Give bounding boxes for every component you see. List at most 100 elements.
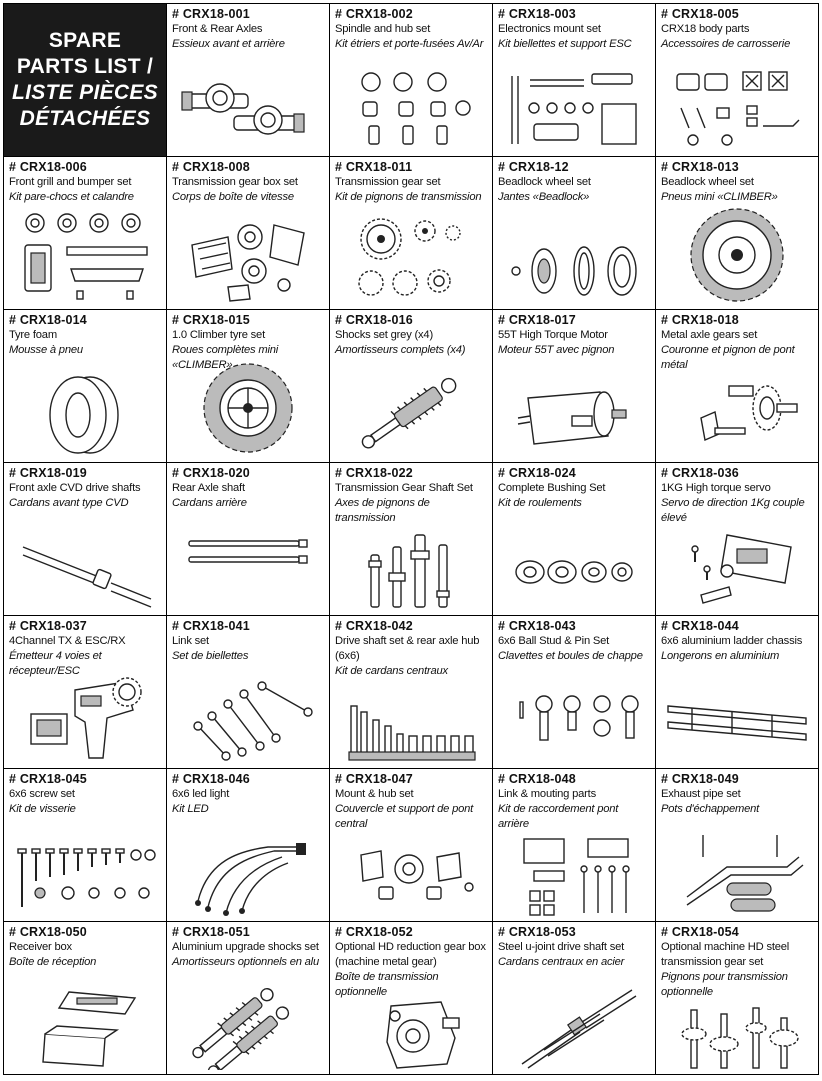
page-title: SPARE PARTS LIST / LISTE PIÈCES DÉTACHÉE… — [4, 4, 167, 157]
link-set-icon — [193, 681, 313, 761]
part-card: # CRX18-019 Front axle CVD drive shafts … — [4, 463, 167, 616]
part-name-fr: Émetteur 4 voies et récepteur/ESC — [9, 650, 102, 677]
exhaust-icon — [686, 835, 804, 912]
part-code: # CRX18-014 — [9, 313, 87, 327]
screws-icon — [17, 848, 156, 907]
part-card: # CRX18-020 Rear Axle shaft Cardans arri… — [167, 463, 330, 616]
part-code: # CRX18-006 — [9, 160, 87, 174]
beadlock-wheel-icon — [511, 246, 637, 296]
part-card: # CRX18-014 Tyre foam Mousse à pneu — [4, 310, 167, 463]
part-card: # CRX18-008 Transmission gear box set Co… — [167, 157, 330, 310]
part-name-fr: Amortisseurs optionnels en alu — [172, 956, 319, 968]
part-name-fr: Pignons pour transmission optionnelle — [661, 971, 788, 998]
axle-gears-icon — [700, 385, 798, 441]
part-name-en: CRX18 body parts — [661, 23, 750, 35]
part-code: # CRX18-041 — [172, 619, 250, 633]
transmitter-icon — [30, 677, 142, 759]
part-card: # CRX18-003 Electronics mount set Kit bi… — [493, 4, 656, 157]
part-name-fr: Jantes «Beadlock» — [498, 191, 590, 203]
part-code: # CRX18-008 — [172, 160, 250, 174]
part-name-fr: Mousse à pneu — [9, 344, 83, 356]
part-name-en: Complete Bushing Set — [498, 482, 606, 494]
part-name-en: Drive shaft set & rear axle hub (6x6) — [335, 635, 480, 662]
spindle-hub-icon — [361, 72, 471, 145]
part-name-en: Electronics mount set — [498, 23, 601, 35]
part-card: # CRX18-046 6x6 led light Kit LED — [167, 769, 330, 922]
part-code: # CRX18-022 — [335, 466, 413, 480]
motor-icon — [517, 391, 627, 445]
alu-shocks-icon — [192, 988, 290, 1070]
part-card: # CRX18-045 6x6 screw set Kit de visseri… — [4, 769, 167, 922]
part-name-en: Beadlock wheel set — [661, 176, 754, 188]
part-name-fr: Servo de direction 1Kg couple élevé — [661, 497, 805, 524]
part-name-en: Steel u-joint drive shaft set — [498, 941, 625, 953]
axles-icon — [181, 83, 305, 135]
ball-stud-icon — [519, 695, 639, 741]
part-code: # CRX18-005 — [661, 7, 739, 21]
part-name-en: 6x6 led light — [172, 788, 230, 800]
part-card: # CRX18-042 Drive shaft set & rear axle … — [330, 616, 493, 769]
part-name-en: Optional HD reduction gear box (machine … — [335, 941, 486, 968]
part-card: # CRX18-043 6x6 Ball Stud & Pin Set Clav… — [493, 616, 656, 769]
part-code: # CRX18-036 — [661, 466, 739, 480]
rear-shaft-icon — [188, 539, 308, 564]
part-name-fr: Cardans avant type CVD — [9, 497, 129, 509]
ujoint-shaft-icon — [521, 989, 637, 1069]
part-name-fr: Essieux avant et arrière — [172, 38, 285, 50]
gear-shaft-icon — [368, 534, 450, 608]
part-name-en: Rear Axle shaft — [172, 482, 245, 494]
part-code: # CRX18-048 — [498, 772, 576, 786]
part-name-fr: Longerons en aluminium — [661, 650, 780, 662]
part-name-fr: Kit biellettes et support ESC — [498, 38, 632, 50]
part-name-en: Front grill and bumper set — [9, 176, 132, 188]
part-card: # CRX18-015 1.0 Climber tyre set Roues c… — [167, 310, 330, 463]
bumper-icon — [24, 213, 148, 300]
part-card: # CRX18-048 Link & mouting parts Kit de … — [493, 769, 656, 922]
part-code: # CRX18-12 — [498, 160, 569, 174]
part-name-fr: Moteur 55T avec pignon — [498, 344, 615, 356]
part-code: # CRX18-016 — [335, 313, 413, 327]
part-name-en: Optional machine HD steel transmission g… — [661, 941, 790, 968]
hd-gearbox-icon — [386, 1001, 460, 1069]
part-name-fr: Roues complètes mini «CLIMBER» — [172, 344, 279, 371]
part-name-fr: Kit étriers et porte-fusées Av/Ar — [335, 38, 484, 50]
part-name-en: Shocks set grey (x4) — [335, 329, 433, 341]
part-name-fr: Pneus mini «CLIMBER» — [661, 191, 778, 203]
shock-icon — [361, 377, 457, 449]
part-name-fr: Kit LED — [172, 803, 209, 815]
part-name-fr: Clavettes et boules de chappe — [498, 650, 643, 662]
part-name-en: 6x6 Ball Stud & Pin Set — [498, 635, 610, 647]
part-code: # CRX18-020 — [172, 466, 250, 480]
part-code: # CRX18-011 — [335, 160, 413, 174]
part-name-en: Tyre foam — [9, 329, 57, 341]
part-code: # CRX18-013 — [661, 160, 739, 174]
part-card: # CRX18-002 Spindle and hub set Kit étri… — [330, 4, 493, 157]
part-code: # CRX18-019 — [9, 466, 87, 480]
part-name-en: 6x6 screw set — [9, 788, 75, 800]
servo-icon — [691, 534, 792, 604]
part-name-en: Beadlock wheel set — [498, 176, 591, 188]
part-name-en: 4Channel TX & ESC/RX — [9, 635, 126, 647]
part-name-fr: Amortisseurs complets (x4) — [335, 344, 466, 356]
part-name-fr: Kit de roulements — [498, 497, 582, 509]
part-name-fr: Kit de raccordement pont arrière — [498, 803, 619, 830]
drive-shaft-icon — [348, 705, 476, 761]
part-card: # CRX18-001 Front & Rear Axles Essieux a… — [167, 4, 330, 157]
part-code: # CRX18-050 — [9, 925, 87, 939]
part-name-fr: Accessoires de carrosserie — [661, 38, 791, 50]
part-name-en: Front & Rear Axles — [172, 23, 263, 35]
part-name-en: Spindle and hub set — [335, 23, 431, 35]
gearbox-icon — [191, 224, 305, 302]
part-code: # CRX18-053 — [498, 925, 576, 939]
part-card: # CRX18-005 CRX18 body parts Accessoires… — [656, 4, 819, 157]
part-name-fr: Boîte de transmission optionnelle — [335, 971, 439, 998]
part-name-fr: Kit de cardans centraux — [335, 665, 448, 677]
part-code: # CRX18-052 — [335, 925, 413, 939]
part-code: # CRX18-001 — [172, 7, 250, 21]
part-name-en: Transmission Gear Shaft Set — [335, 482, 473, 494]
part-card: # CRX18-016 Shocks set grey (x4) Amortis… — [330, 310, 493, 463]
link-mount-icon — [523, 838, 630, 916]
part-name-en: Receiver box — [9, 941, 72, 953]
part-code: # CRX18-002 — [335, 7, 413, 21]
gears-icon — [358, 218, 461, 296]
